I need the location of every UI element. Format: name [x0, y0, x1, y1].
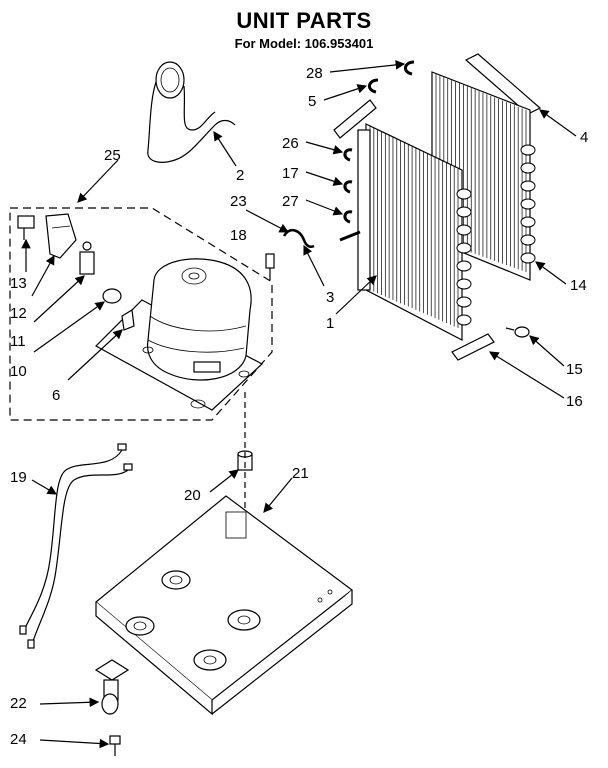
callout-13: 13 [10, 275, 27, 292]
callout-5: 5 [308, 93, 316, 110]
clip-27 [343, 210, 353, 224]
foam-strip-16 [451, 333, 495, 361]
callout-11: 11 [10, 333, 26, 350]
clip-17 [343, 180, 353, 194]
compressor [95, 258, 264, 411]
diagram-title: UNIT PARTS [236, 8, 372, 33]
capacitor-10 [102, 288, 122, 304]
callout-21: 21 [292, 465, 309, 482]
callout-27: 27 [282, 193, 299, 210]
wire-harness-19 [19, 443, 133, 649]
callout-10: 10 [10, 363, 27, 380]
clip-26 [343, 148, 353, 162]
relay-13 [17, 215, 35, 240]
tube-3 [282, 228, 315, 248]
terminal-6 [121, 309, 135, 331]
callout-22: 22 [10, 695, 27, 712]
callout-15: 15 [566, 361, 583, 378]
leader-lines [21, 60, 577, 749]
screw-18 [265, 253, 275, 280]
callout-19: 19 [10, 469, 27, 486]
callout-12: 12 [10, 305, 27, 322]
callout-6: 6 [52, 387, 60, 404]
screw-15 [505, 326, 530, 338]
bolt-24 [109, 735, 121, 756]
pipe-part [333, 99, 377, 139]
callout-26: 26 [282, 135, 299, 152]
caster-22 [94, 659, 130, 715]
callout-20: 20 [184, 487, 201, 504]
tube-part [147, 61, 236, 163]
overload-12 [45, 213, 77, 259]
callout-25: 25 [104, 147, 121, 164]
callout-17: 17 [282, 165, 299, 182]
callout-23: 23 [230, 193, 247, 210]
callout-28: 28 [306, 65, 323, 82]
foam-strip-4 [464, 53, 542, 115]
coil-1 [339, 123, 472, 341]
callout-2: 2 [236, 167, 244, 184]
assembly-25-boundary [9, 207, 273, 421]
callout-14: 14 [570, 277, 587, 294]
callout-1: 1 [326, 315, 334, 332]
base-plate-21 [95, 495, 353, 716]
callout-4: 4 [580, 129, 588, 146]
callout-16: 16 [566, 393, 583, 410]
cover-11 [79, 241, 95, 275]
callout-18: 18 [230, 227, 247, 244]
model-subtitle: For Model: 106.953401 [234, 36, 374, 51]
clip-5 [368, 78, 379, 94]
clip-28 [404, 60, 415, 76]
callout-3: 3 [326, 289, 334, 306]
callout-24: 24 [10, 731, 27, 748]
